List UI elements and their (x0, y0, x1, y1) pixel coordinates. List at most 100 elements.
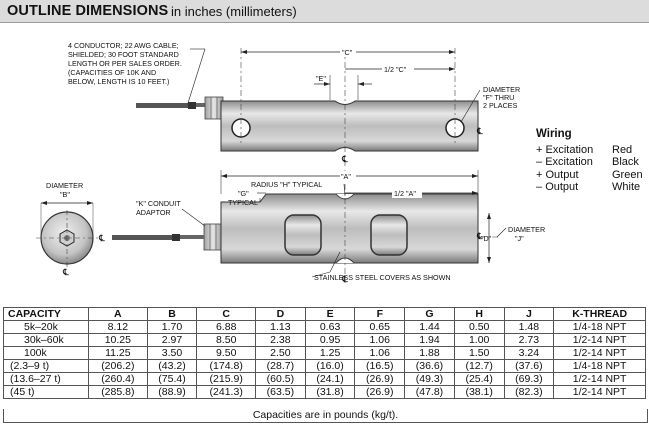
dimensions-table: CAPACITY A B C D E F G H J K-THREAD 5k–2… (3, 307, 646, 399)
column-header-c: C (196, 307, 257, 321)
dim-c-label: "C" (342, 48, 353, 57)
cable-note-line-5: BELOW, LENGTH IS 10 FEET.) (68, 77, 169, 86)
wiring-signal: – Output (536, 181, 579, 193)
svg-text:℄: ℄ (476, 231, 483, 241)
section-subtitle: in inches (millimeters) (171, 4, 297, 19)
radius-h-label: RADIUS "H" TYPICAL (251, 180, 322, 189)
hole-note-line-1: DIAMETER (483, 85, 520, 94)
table-cell: 0.65 (354, 320, 406, 334)
table-cell: (37.6) (503, 359, 555, 373)
svg-text:℄: ℄ (476, 126, 483, 136)
table-cell: 2.50 (255, 346, 306, 360)
top-view: ℄ ℄ (136, 47, 483, 166)
table-cell: (16.0) (304, 359, 356, 373)
table-cell: 1/4-18 NPT (553, 320, 646, 334)
table-cell: 1.94 (404, 333, 455, 347)
table-cell: 9.50 (196, 346, 257, 360)
table-cell: (241.3) (196, 385, 257, 399)
table-cell: (285.8) (88, 385, 148, 399)
wiring-color: White (612, 181, 641, 193)
conduit-fitting (204, 96, 224, 120)
table-cell: (43.2) (146, 359, 198, 373)
table-cell: 0.63 (304, 320, 356, 334)
wiring-row: + Output Green (536, 169, 644, 182)
dim-half-a-label: 1/2 "A" (394, 189, 416, 198)
table-cell: 1/2-14 NPT (553, 346, 646, 360)
table-cell: 1.06 (354, 333, 406, 347)
table-cell: (82.3) (503, 385, 555, 399)
table-cell: (38.1) (453, 385, 505, 399)
table-cell: 1.50 (453, 346, 505, 360)
end-view: ℄ ℄ (36, 201, 105, 277)
body-top-view (220, 100, 479, 152)
table-cell: 30k–60k (3, 333, 89, 347)
wiring-legend: Wiring + Excitation Red – Excitation Bla… (536, 128, 644, 194)
table-row: (2.3–9 t)(206.2)(43.2)(174.8)(28.7)(16.0… (3, 359, 646, 373)
dim-half-c-label: 1/2 "C" (384, 65, 407, 74)
callout-labels: 4 CONDUCTOR; 22 AWG CABLE; SHIELDED; 30 … (46, 41, 545, 282)
cable-note-line-2: SHIELDED; 30 FOOT STANDARD (68, 50, 179, 59)
conduit-note-line-2: ADAPTOR (136, 208, 171, 217)
table-cell: 1.13 (255, 320, 306, 334)
table-cell: 1/2-14 NPT (553, 333, 646, 347)
table-cell: 8.50 (196, 333, 257, 347)
table-cell: (2.3–9 t) (3, 359, 89, 373)
conduit-note-line-1: "K" CONDUIT (136, 199, 181, 208)
table-cell: 1/2-14 NPT (553, 385, 646, 399)
cable-note-line-1: 4 CONDUCTOR; 22 AWG CABLE; (68, 41, 179, 50)
table-cell: (25.4) (453, 372, 505, 386)
table-cell: 1.06 (354, 346, 406, 360)
table-cell: (36.6) (404, 359, 455, 373)
column-header-h: H (453, 307, 505, 321)
table-cell: (75.4) (146, 372, 198, 386)
cable-note-line-3: LENGTH OR PER SALES ORDER. (68, 59, 182, 68)
table-cell: (215.9) (196, 372, 257, 386)
table-cell: 0.95 (304, 333, 356, 347)
column-header-g: G (404, 307, 455, 321)
dim-g-typical-label: TYPICAL (228, 198, 258, 207)
column-header-j: J (503, 307, 555, 321)
svg-text:℄: ℄ (62, 267, 69, 277)
svg-text:℄: ℄ (98, 233, 105, 243)
table-cell: 3.50 (146, 346, 198, 360)
wiring-color: Green (612, 168, 643, 181)
svg-text:℄: ℄ (341, 154, 348, 164)
table-cell: (31.8) (304, 385, 356, 399)
table-cell: 1.70 (146, 320, 198, 334)
cover-left (284, 214, 322, 256)
side-view: ℄ ℄ (112, 170, 507, 284)
table-cell: 100k (3, 346, 89, 360)
column-header-f: F (354, 307, 406, 321)
table-cell: (69.3) (503, 372, 555, 386)
end-view-note-line-1: DIAMETER (46, 181, 83, 190)
table-cell: (12.7) (453, 359, 505, 373)
table-cell: (63.5) (255, 385, 306, 399)
cable-side (112, 235, 172, 240)
wiring-signal: + Output (536, 168, 579, 181)
table-cell: (28.7) (255, 359, 306, 373)
table-cell: 2.38 (255, 333, 306, 347)
dim-d-label: "D" (481, 234, 492, 243)
table-cell: 2.97 (146, 333, 198, 347)
table-row: (13.6–27 t)(260.4)(75.4)(215.9)(60.5)(24… (3, 372, 646, 386)
column-header-capacity: CAPACITY (3, 307, 89, 321)
table-cell: (206.2) (88, 359, 148, 373)
table-cell: 11.25 (88, 346, 148, 360)
conduit-adaptor (203, 223, 223, 251)
table-cell: 1/2-14 NPT (553, 372, 646, 386)
table-cell: 1.44 (404, 320, 455, 334)
section-title: OUTLINE DIMENSIONS (7, 3, 169, 19)
wiring-color: Black (612, 156, 639, 168)
table-cell: (49.3) (404, 372, 455, 386)
dim-a-label: "A" (341, 172, 351, 181)
table-cell: 3.24 (503, 346, 555, 360)
table-cell: (16.5) (354, 359, 406, 373)
table-cell: (60.5) (255, 372, 306, 386)
table-header-row: CAPACITY A B C D E F G H J K-THREAD (3, 307, 646, 321)
table-cell: 1.48 (503, 320, 555, 334)
load-cell-diagram: ℄ ℄ (36, 41, 545, 284)
wiring-signal: – Excitation (536, 156, 593, 168)
